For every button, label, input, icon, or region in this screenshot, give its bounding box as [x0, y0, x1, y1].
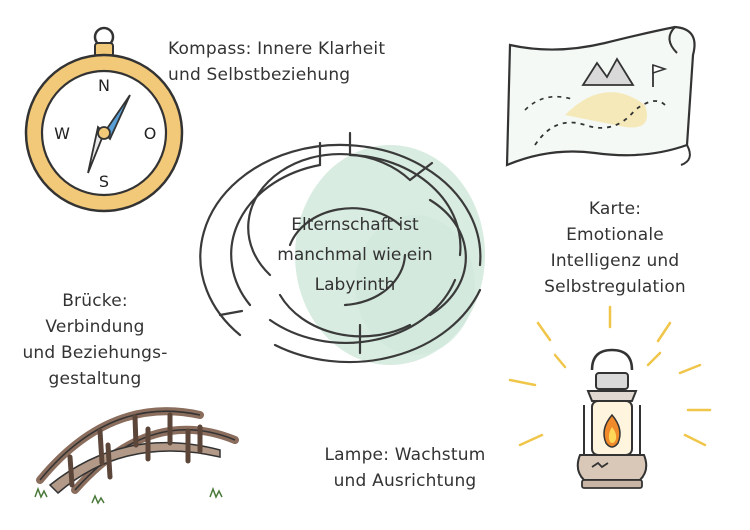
- compass-south-label: S: [99, 172, 109, 191]
- compass-east-label: O: [144, 124, 157, 143]
- bridge-icon: [34, 407, 239, 505]
- center-line-3: Labyrinth: [314, 275, 396, 295]
- map-caption-line-1: Karte: Emotionale: [566, 199, 664, 245]
- bridge-caption-line-1: Brücke: Verbindung: [45, 291, 145, 337]
- compass-north-label: N: [98, 76, 110, 95]
- compass-icon: N S W O: [24, 26, 184, 213]
- center-line-2: manchmal wie ein: [277, 245, 433, 265]
- compass-caption: Kompass: Innere Klarheit und Selbstbezie…: [168, 36, 385, 88]
- compass-caption-line-1: Kompass: Innere Klarheit: [168, 39, 386, 59]
- map-caption-line-2: Intelligenz und: [550, 251, 680, 271]
- lamp-caption-line-1: Lampe: Wachstum: [324, 445, 486, 465]
- lamp-caption: Lampe: Wachstum und Ausrichtung: [320, 442, 490, 494]
- compass-west-label: W: [54, 124, 70, 143]
- bridge-caption-line-3: gestaltung: [48, 369, 142, 389]
- map-caption: Karte: Emotionale Intelligenz und Selbst…: [540, 196, 690, 300]
- map-caption-line-3: Selbstregulation: [544, 277, 686, 297]
- bridge-caption: Brücke: Verbindung und Beziehungs- gesta…: [10, 288, 180, 392]
- center-line-1: Elternschaft ist: [291, 215, 419, 235]
- compass-caption-line-2: und Selbstbeziehung: [168, 65, 351, 85]
- map-icon: [505, 25, 696, 167]
- labyrinth-icon: [199, 131, 485, 365]
- lamp-caption-line-2: und Ausrichtung: [333, 471, 477, 491]
- center-title: Elternschaft ist manchmal wie ein Labyri…: [255, 210, 455, 300]
- bridge-caption-line-2: und Beziehungs-: [22, 343, 168, 363]
- lantern-icon: [508, 305, 712, 489]
